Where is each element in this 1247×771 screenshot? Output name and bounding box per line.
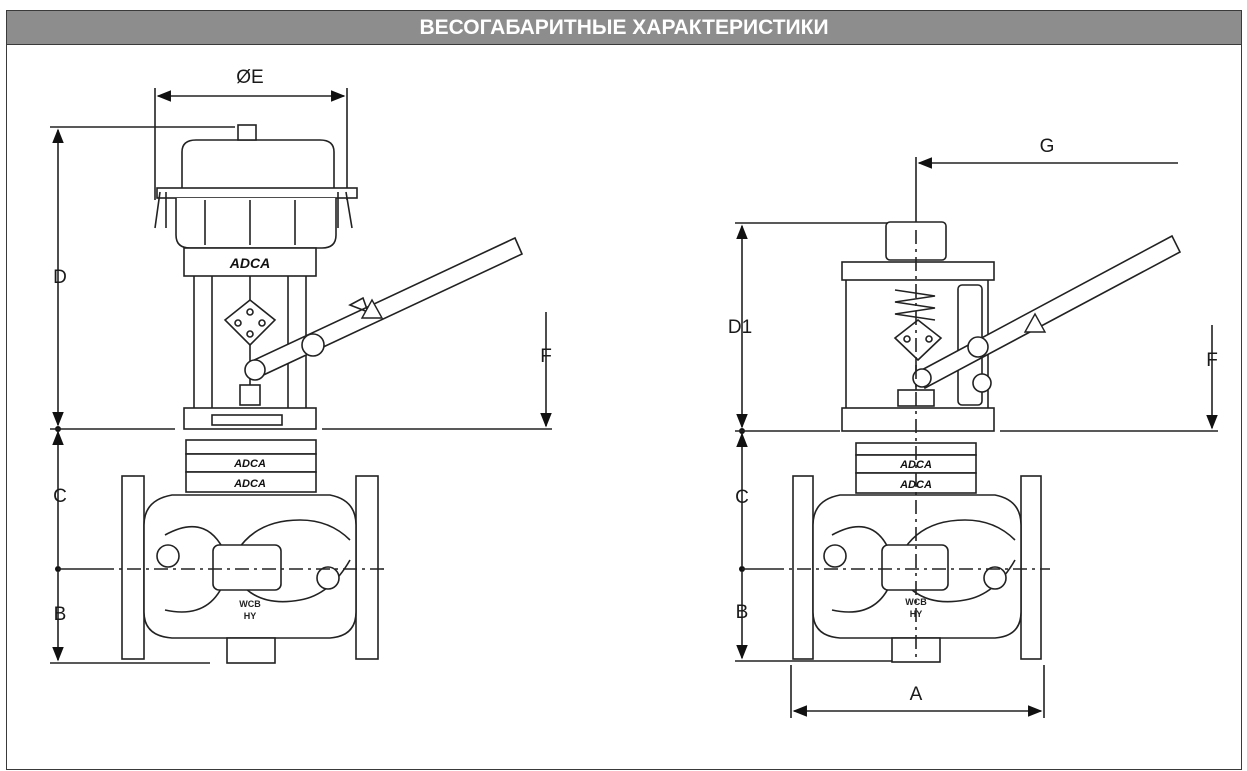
left-body-mark-2: HY: [244, 611, 257, 621]
left-body-mark-1: WCB: [239, 599, 261, 609]
right-valve-drawing: [735, 157, 1218, 718]
spec-frame: ВЕСОГАБАРИТНЫЕ ХАРАКТЕРИСТИКИ: [6, 10, 1242, 770]
left-label-e: ØE: [236, 67, 263, 88]
right-label-c: C: [735, 487, 749, 508]
dim-d-line: [50, 126, 235, 432]
brand-marks: ADCA ADCA ADCA ADCA ADCA: [229, 255, 932, 491]
dim-g-line: [915, 157, 1178, 230]
right-body-mark-2: HY: [910, 609, 923, 619]
right-label-a: A: [910, 684, 923, 705]
right-label-d1: D1: [728, 317, 752, 338]
dim-f-line: [322, 312, 552, 430]
left-body-brand: ADCA: [233, 478, 266, 490]
right-dimension-labels: G D1 F C B A: [728, 136, 1218, 705]
left-bonnet-brand: ADCA: [233, 458, 266, 470]
right-body-brand: ADCA: [899, 479, 932, 491]
left-label-d: D: [53, 267, 67, 288]
dim-a-line: [790, 665, 1045, 718]
left-actuator-brand: ADCA: [229, 255, 270, 271]
left-dimension-labels: ØE D F C B: [53, 67, 552, 625]
left-valve-drawing: [50, 88, 552, 664]
left-label-c: C: [53, 486, 67, 507]
right-body-mark-1: WCB: [905, 597, 927, 607]
dim-cb-line: [50, 428, 210, 664]
right-label-f: F: [1206, 350, 1218, 371]
section-title: ВЕСОГАБАРИТНЫЕ ХАРАКТЕРИСТИКИ: [7, 11, 1241, 45]
right-label-b: B: [736, 602, 749, 623]
dim-d1-line: [735, 222, 888, 434]
left-label-b: B: [54, 604, 67, 625]
warning-icon: [360, 298, 1047, 333]
dim-e-line: [154, 88, 348, 200]
left-label-f: F: [540, 346, 552, 367]
dim-right-f-line: [1000, 325, 1218, 432]
dim-right-cb-line: [735, 430, 892, 662]
right-label-g: G: [1040, 136, 1055, 157]
body-marks: WCB HY WCB HY: [239, 597, 927, 621]
right-bonnet-brand: ADCA: [899, 459, 932, 471]
